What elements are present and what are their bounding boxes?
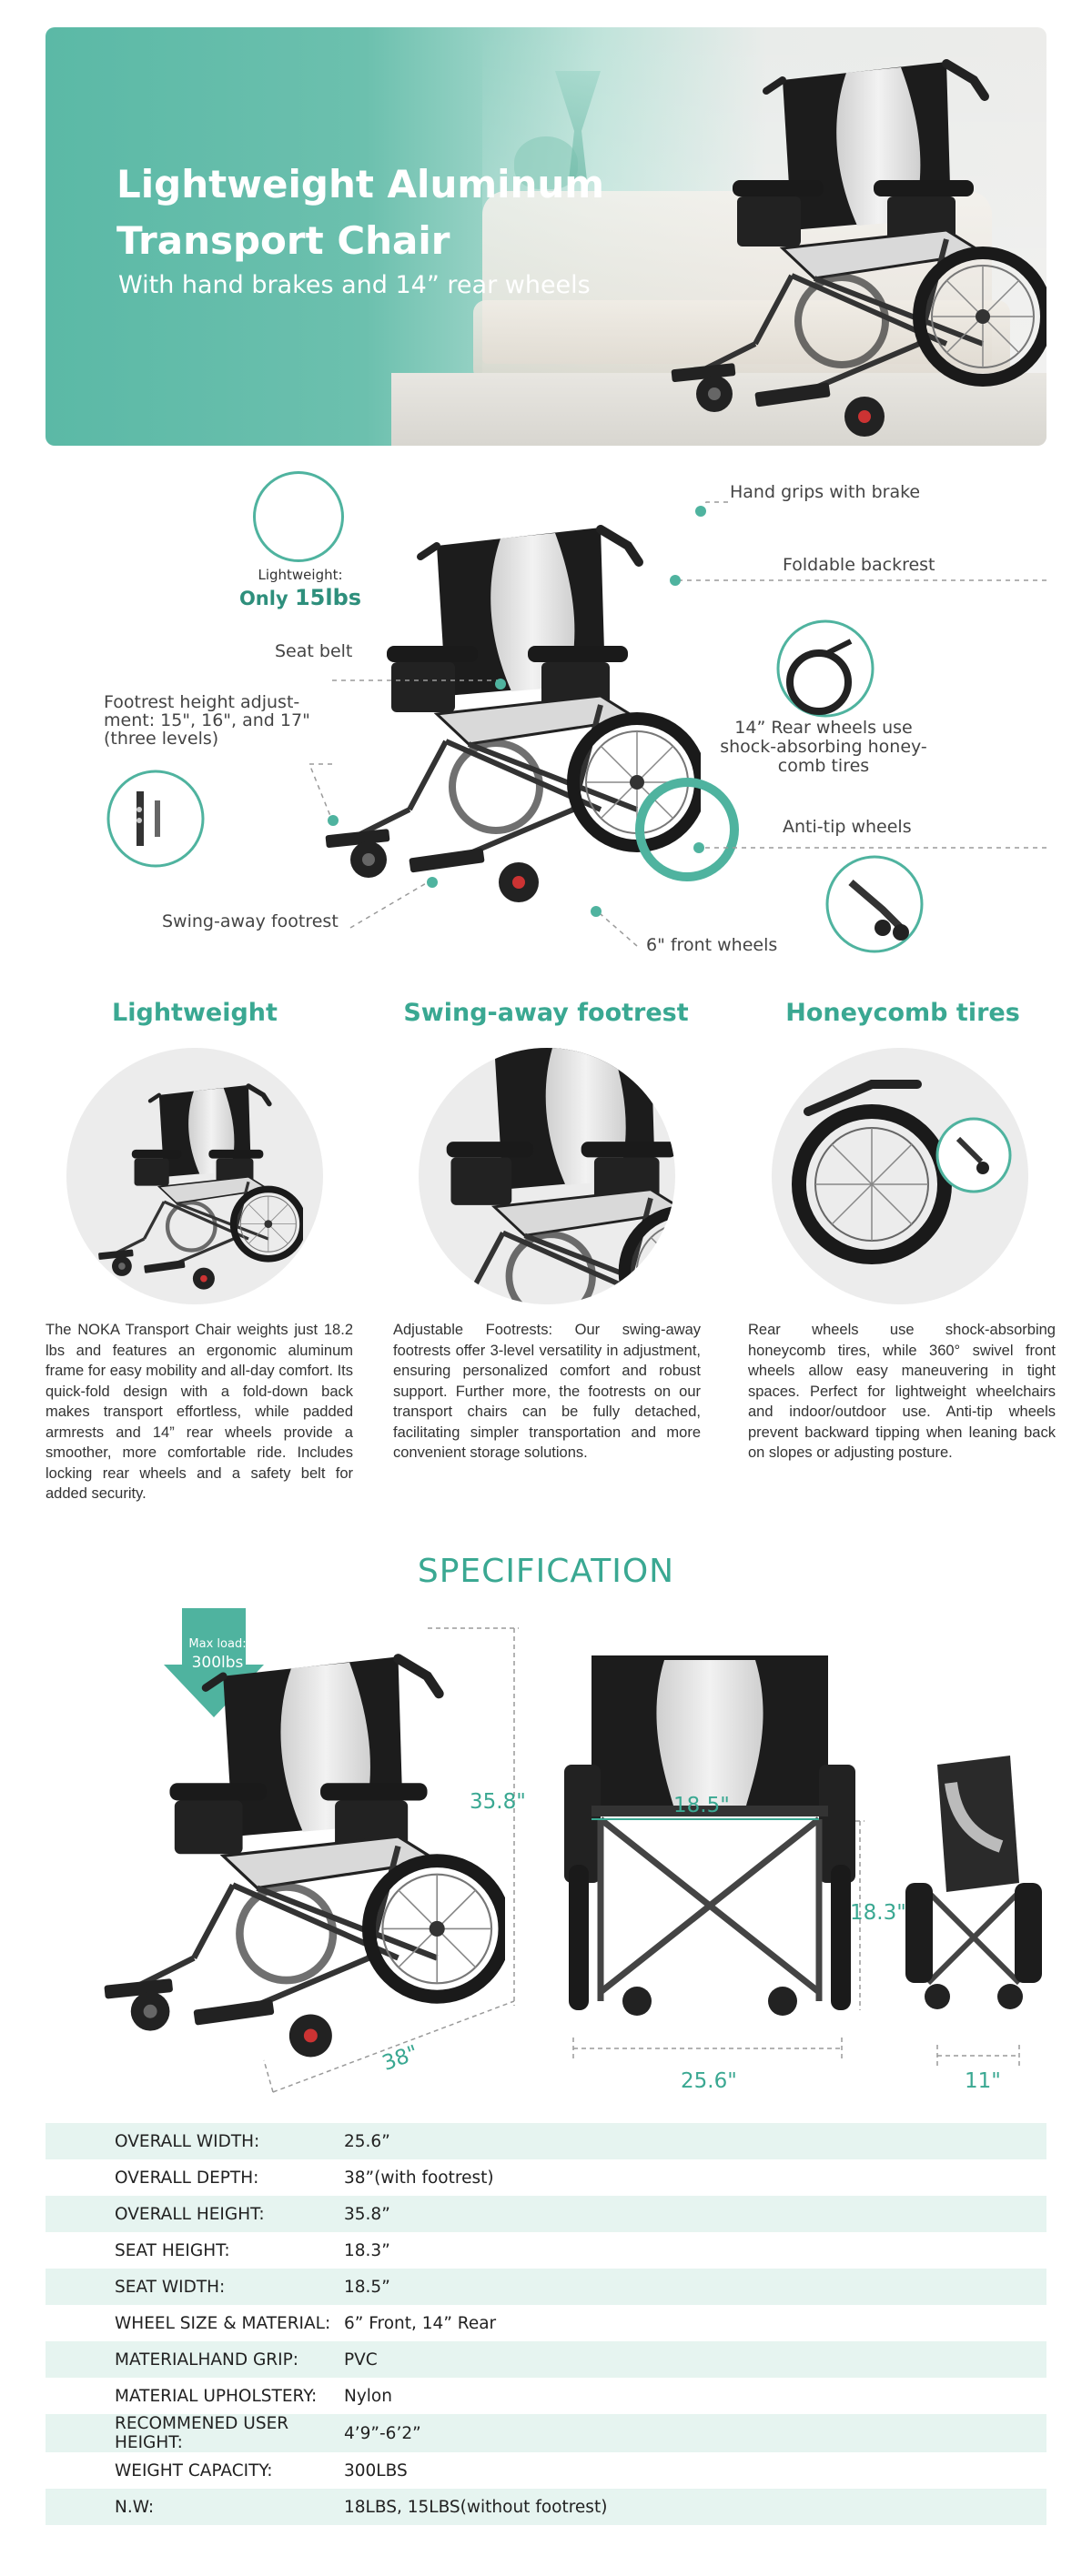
inset-rear-wheel: [776, 619, 875, 718]
feature-title-lightweight: Lightweight: [112, 999, 278, 1027]
spec-key: OVERALL HEIGHT:: [115, 2204, 265, 2224]
rear-wheels-line3: comb tires: [777, 756, 870, 776]
spec-key: MATERIALHAND GRIP:: [115, 2350, 299, 2370]
spec-key: SEAT WIDTH:: [115, 2277, 226, 2297]
label-foldable-backrest: Foldable backrest: [783, 555, 935, 575]
table-row: OVERALL WIDTH: 25.6”: [46, 2123, 1046, 2159]
label-hand-grips: Hand grips with brake: [730, 482, 921, 502]
spec-key: SEAT HEIGHT:: [115, 2240, 230, 2260]
specification-table: OVERALL WIDTH: 25.6” OVERALL DEPTH: 38”(wit…: [46, 2123, 1046, 2525]
feature-diagram: Lightweight: Only 15lbs Hand grips with …: [0, 455, 1092, 982]
dim-folded-width: 11": [965, 2069, 1001, 2093]
spec-key: MATERIAL UPHOLSTERY:: [115, 2386, 318, 2406]
spec-value: Nylon: [344, 2386, 392, 2406]
spec-value: 35.8”: [344, 2204, 390, 2224]
feature-title-swing-away: Swing-away footrest: [403, 999, 689, 1027]
label-anti-tip: Anti-tip wheels: [783, 817, 912, 837]
rear-wheels-line1: 14” Rear wheels use: [734, 718, 913, 738]
table-row: SEAT WIDTH: 18.5”: [46, 2269, 1046, 2305]
spec-value: 4’9”-6’2”: [344, 2423, 421, 2443]
hero-title-line2: Transport Chair: [116, 218, 450, 263]
hero-wheelchair-image: [646, 44, 1046, 444]
dim-height: 35.8": [470, 1790, 526, 1814]
feature-image-swing-away: [419, 1048, 675, 1304]
dim-seat-width: 18.5": [673, 1794, 730, 1817]
inset-footrest-height: [106, 770, 205, 868]
label-rear-wheels: 14” Rear wheels use shock-absorbing hone…: [710, 719, 937, 776]
feature-text-honeycomb: Rear wheels use shock-absorbing honeycom…: [748, 1322, 1056, 1461]
table-row: MATERIALHAND GRIP: PVC: [46, 2341, 1046, 2378]
table-row: WEIGHT CAPACITY: 300LBS: [46, 2452, 1046, 2489]
spec-value: 6” Front, 14” Rear: [344, 2313, 497, 2333]
footrest-height-line1: Footrest height adjust-: [104, 692, 300, 712]
spec-value: 18LBS, 15LBS(without footrest): [344, 2497, 608, 2517]
feature-text-swing-away: Adjustable Footrests: Our swing-away foo…: [393, 1322, 701, 1461]
spec-value: 300LBS: [344, 2460, 408, 2480]
label-front-wheels: 6" front wheels: [646, 935, 778, 955]
lightweight-weight: 15lbs: [294, 585, 362, 610]
table-row: OVERALL HEIGHT: 35.8”: [46, 2196, 1046, 2232]
hero-subtitle: With hand brakes and 14” rear wheels: [118, 271, 591, 299]
spec-value: 18.3”: [344, 2240, 390, 2260]
max-load-label: Max load:: [188, 1637, 247, 1651]
spec-value: 25.6”: [344, 2131, 390, 2151]
inset-anti-tip-wheels: [825, 855, 924, 953]
table-row: WHEEL SIZE & MATERIAL: 6” Front, 14” Rear: [46, 2305, 1046, 2341]
spec-key: OVERALL DEPTH:: [115, 2168, 259, 2188]
max-load-value: 300lbs: [191, 1654, 244, 1672]
lightweight-prefix: Only: [238, 588, 288, 609]
table-row: MATERIAL UPHOLSTERY: Nylon: [46, 2378, 1046, 2414]
table-row: RECOMMENED USER HEIGHT: 4’9”-6’2”: [46, 2414, 1046, 2452]
feature-text-lightweight: The NOKA Transport Chair weights just 18…: [46, 1322, 353, 1502]
feature-title-honeycomb: Honeycomb tires: [785, 999, 1020, 1027]
diagram-leader-lines: [106, 492, 1046, 953]
spec-value: 18.5”: [344, 2277, 390, 2297]
spec-value: PVC: [344, 2350, 378, 2370]
lightweight-value: Only 15lbs: [218, 585, 382, 610]
spec-key: WEIGHT CAPACITY:: [115, 2460, 273, 2480]
rear-wheel-highlight: [635, 778, 739, 881]
max-load-text: Max load: 300lbs: [180, 1635, 255, 1672]
spec-key: RECOMMENED USER HEIGHT:: [115, 2414, 289, 2452]
spec-value: 38”(with footrest): [344, 2168, 494, 2188]
lightweight-badge-circle: [253, 471, 344, 562]
feature-image-lightweight: [66, 1048, 323, 1304]
footrest-height-line3: (three levels): [104, 729, 219, 749]
label-footrest-height: Footrest height adjust- ment: 15", 16", …: [104, 693, 310, 748]
spec-key: WHEEL SIZE & MATERIAL:: [115, 2313, 331, 2333]
spec-key: OVERALL WIDTH:: [115, 2131, 260, 2151]
spec-key: N.W:: [115, 2497, 155, 2517]
table-row: OVERALL DEPTH: 38”(with footrest): [46, 2159, 1046, 2196]
label-swing-away: Swing-away footrest: [162, 911, 339, 931]
hero-title: Lightweight Aluminum Transport Chair: [116, 156, 626, 269]
vase-decoration: [514, 136, 578, 189]
specification-images: [0, 1627, 1092, 2093]
rear-wheels-line2: shock-absorbing honey-: [720, 737, 927, 757]
hero-title-line1: Lightweight Aluminum: [116, 162, 605, 206]
feature-image-honeycomb: [772, 1048, 1028, 1304]
lightweight-caption: Lightweight:: [258, 567, 343, 583]
label-seat-belt: Seat belt: [275, 641, 353, 661]
dim-seat-height: 18.3": [850, 1901, 906, 1925]
dim-width: 25.6": [681, 2069, 737, 2093]
footrest-height-line2: ment: 15", 16", and 17": [104, 710, 310, 730]
table-row: N.W: 18LBS, 15LBS(without footrest): [46, 2489, 1046, 2525]
table-row: SEAT HEIGHT: 18.3”: [46, 2232, 1046, 2269]
specification-title: SPECIFICATION: [417, 1553, 675, 1590]
hero-banner: Lightweight Aluminum Transport Chair Wit…: [46, 27, 1046, 446]
